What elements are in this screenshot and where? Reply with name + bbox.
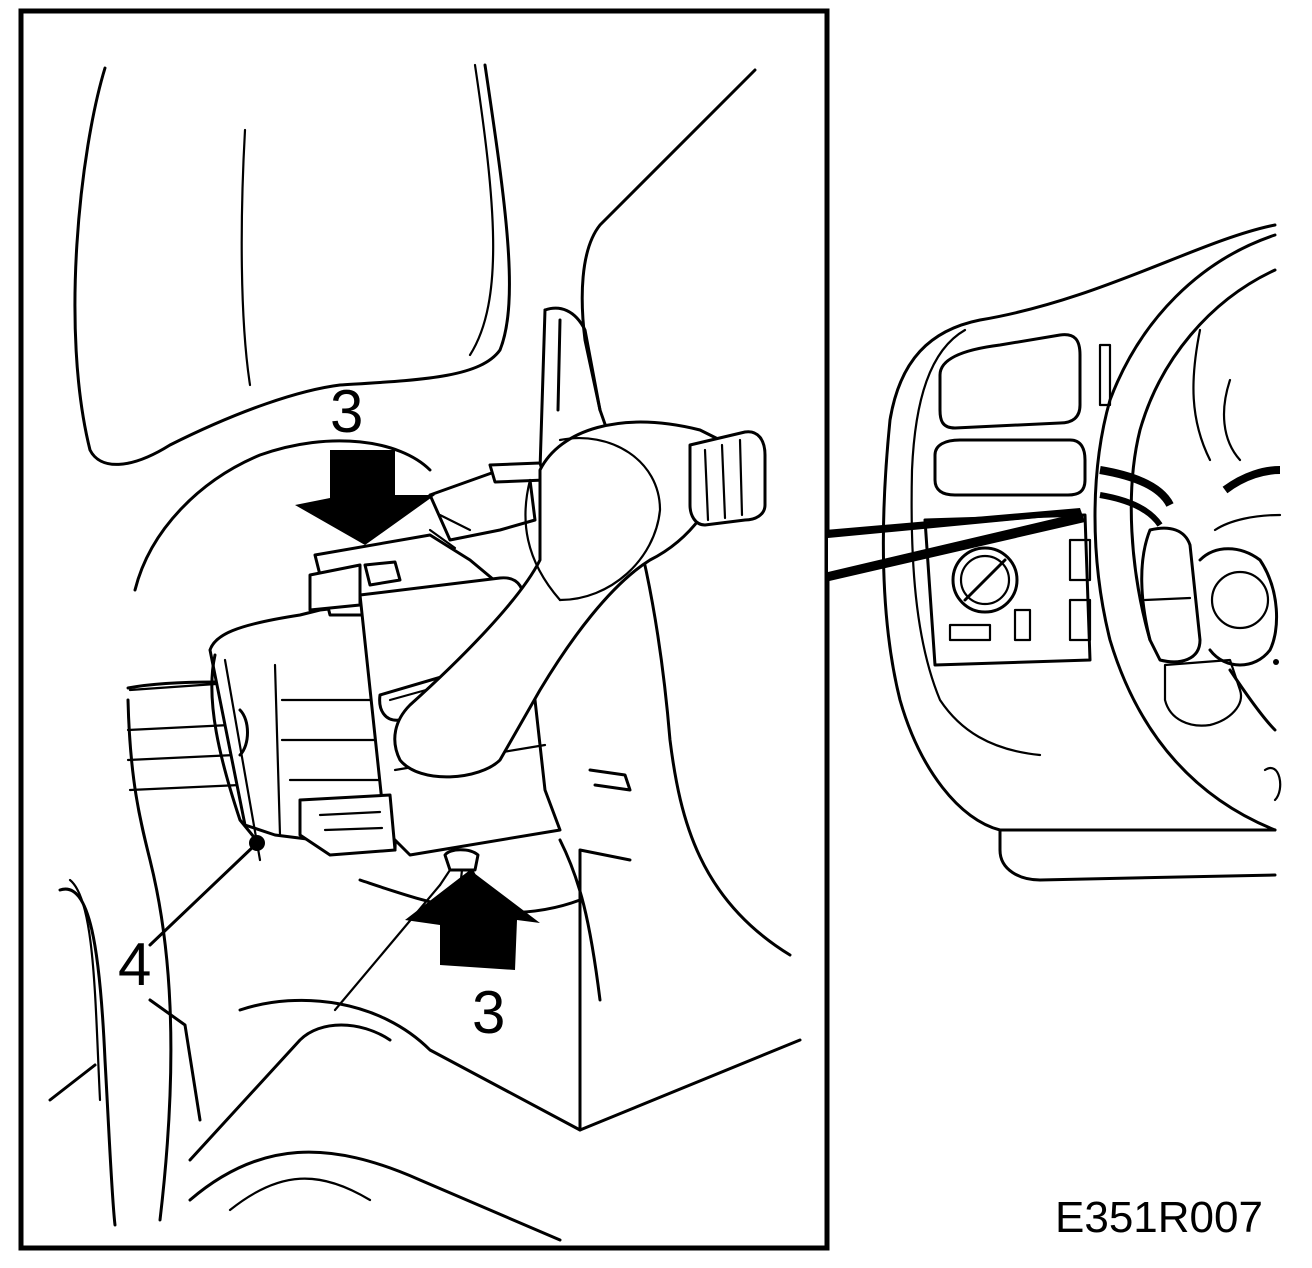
figure-code: E351R007 <box>1055 1193 1263 1242</box>
steering-column-detail <box>48 63 802 1242</box>
callout-bottom-3: 3 <box>472 979 505 1046</box>
connector-point <box>249 835 265 851</box>
push-arrow-down <box>295 450 435 545</box>
callout-top-3: 3 <box>330 378 363 445</box>
detail-frame <box>18 8 830 1251</box>
dashboard-overview <box>881 223 1282 882</box>
push-arrow-up <box>405 870 540 970</box>
callout-4: 4 <box>118 931 151 998</box>
